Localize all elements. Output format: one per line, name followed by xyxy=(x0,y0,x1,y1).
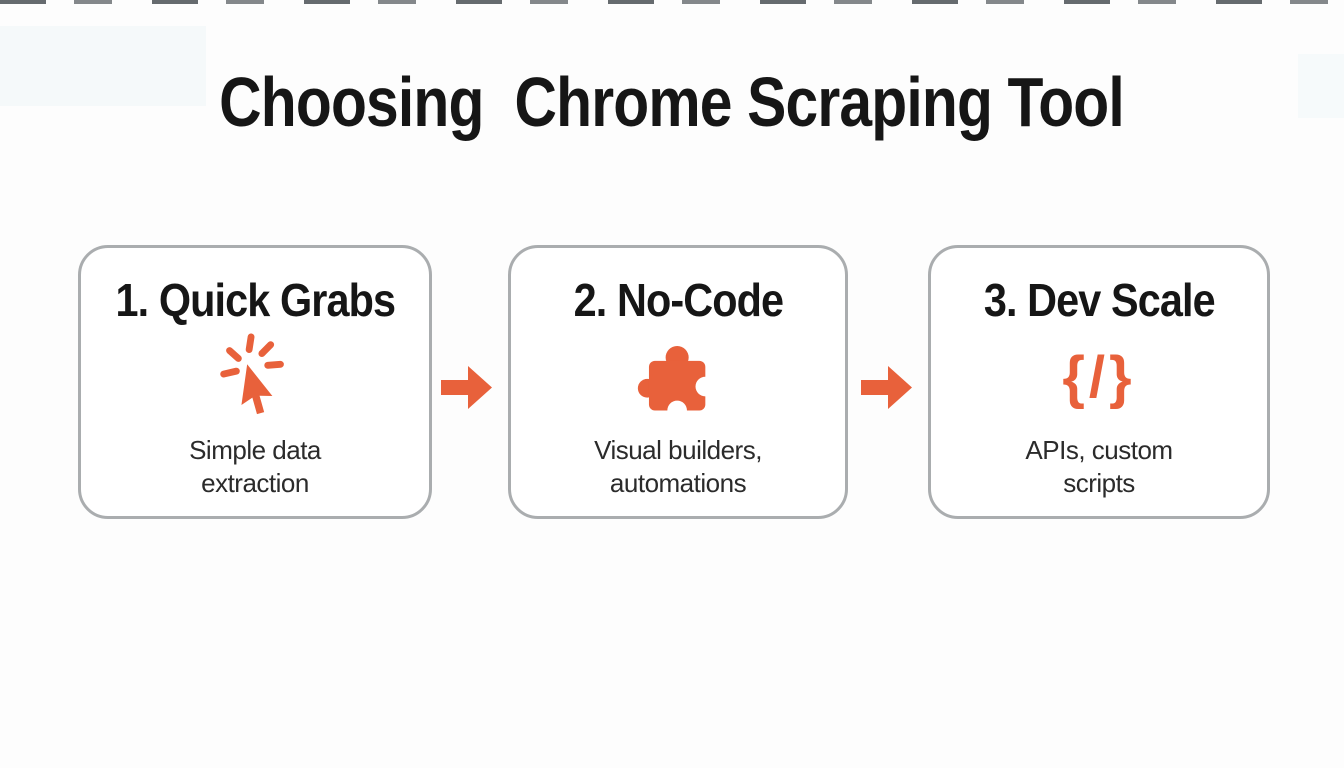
step-description: Visual builders, automations xyxy=(594,435,762,498)
step-card-no-code: 2. No-Code Visual builders, automations xyxy=(508,245,848,519)
step-description: APIs, custom scripts xyxy=(1025,435,1173,498)
top-edge-artifact xyxy=(0,0,1344,4)
step-card-dev-scale: 3. Dev Scale {/} APIs, custom scripts xyxy=(928,245,1270,519)
step-icon-zone: {/} xyxy=(931,326,1267,430)
arrow-right-icon xyxy=(441,366,492,409)
step-description: Simple data extraction xyxy=(189,435,321,498)
step-icon-zone xyxy=(81,326,429,430)
background-patch xyxy=(1298,54,1344,118)
code-braces-icon: {/} xyxy=(1062,345,1136,410)
puzzle-piece-icon xyxy=(637,345,716,419)
step-heading: 1. Quick Grabs xyxy=(115,274,396,326)
step-heading: 3. Dev Scale xyxy=(983,274,1216,326)
page-title-text: Choosing Chrome Scraping Tool xyxy=(219,63,1126,141)
step-card-quick-grabs: 1. Quick Grabs Simple data extraction xyxy=(78,245,432,519)
cursor-click-icon xyxy=(220,333,284,415)
page-title: Choosing Chrome Scraping Tool xyxy=(0,66,1344,138)
step-heading: 2. No-Code xyxy=(573,274,783,326)
step-icon-zone xyxy=(511,326,845,430)
arrow-right-icon xyxy=(861,366,912,409)
background-patch xyxy=(0,26,206,106)
